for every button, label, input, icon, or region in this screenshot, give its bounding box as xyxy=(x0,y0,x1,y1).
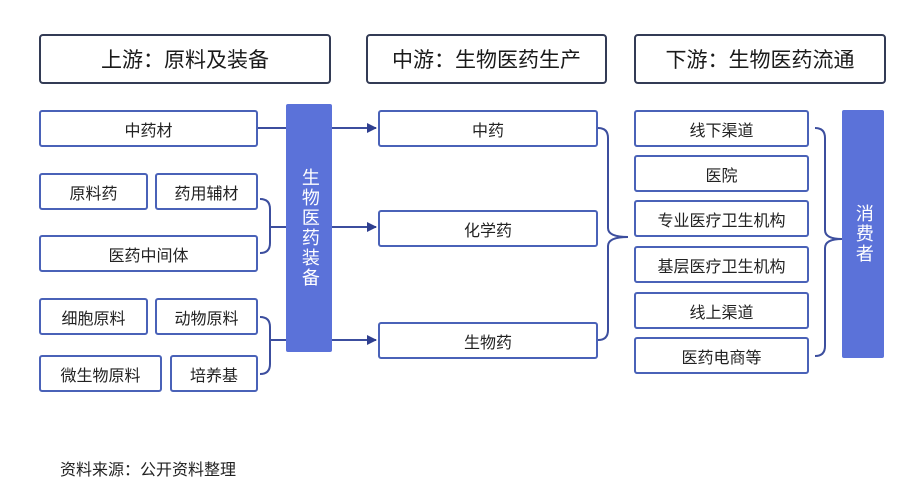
consumer-bar-label: 消费者 xyxy=(852,204,874,264)
culture-medium-box: 培养基 xyxy=(170,355,258,392)
source-note: 资料来源：公开资料整理 xyxy=(60,460,237,479)
equipment-bar-label: 生物医药装备 xyxy=(298,168,320,288)
midstream-header: 中游：生物医药生产 xyxy=(366,34,607,84)
hospital-box: 医院 xyxy=(634,155,809,192)
animal-material-box: 动物原料 xyxy=(155,298,258,335)
intermediate-box: 医药中间体 xyxy=(39,235,258,272)
tcm-material-box: 中药材 xyxy=(39,110,258,147)
cell-material-box: 细胞原料 xyxy=(39,298,148,335)
bracket-midstream xyxy=(597,127,629,341)
tcm-box: 中药 xyxy=(378,110,598,147)
api-box: 原料药 xyxy=(39,173,148,210)
primary-institution-box: 基层医疗卫生机构 xyxy=(634,246,809,283)
ecommerce-box: 医药电商等 xyxy=(634,337,809,374)
bracket-cell-culture xyxy=(259,316,271,375)
equipment-bar: 生物医药装备 xyxy=(286,104,332,352)
consumer-bar: 消费者 xyxy=(842,110,884,358)
specialized-institution-box: 专业医疗卫生机构 xyxy=(634,200,809,237)
chemical-drug-box: 化学药 xyxy=(378,210,598,247)
biologic-drug-box: 生物药 xyxy=(378,322,598,359)
offline-channel-box: 线下渠道 xyxy=(634,110,809,147)
microbe-material-box: 微生物原料 xyxy=(39,355,162,392)
upstream-header: 上游：原料及装备 xyxy=(39,34,331,84)
online-channel-box: 线上渠道 xyxy=(634,292,809,329)
bracket-downstream xyxy=(814,127,843,357)
bracket-excipient-intermediate xyxy=(259,198,271,254)
excipient-box: 药用辅材 xyxy=(155,173,258,210)
downstream-header: 下游：生物医药流通 xyxy=(634,34,886,84)
